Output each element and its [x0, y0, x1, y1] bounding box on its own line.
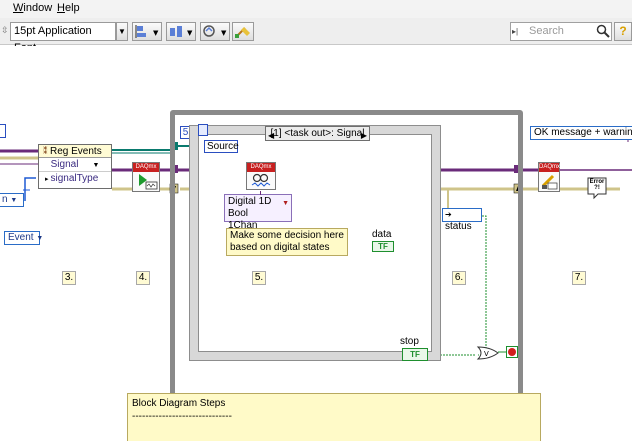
reg-events-icon: ⁑	[43, 146, 51, 156]
steps-panel-rule: ------------------------------	[132, 411, 232, 422]
search-placeholder: Search	[529, 25, 564, 37]
reg-events-signaltype-row[interactable]: ▸ signalType	[45, 173, 99, 184]
daqmx-start-label: DAQmx	[133, 163, 159, 172]
step-number: 7.	[572, 271, 586, 285]
cleanup-icon	[235, 27, 250, 38]
error-icon[interactable]: Error ?!	[586, 176, 608, 200]
status-label: status	[445, 221, 472, 232]
step-number: 6.	[452, 271, 466, 285]
stop-control[interactable]: TF	[402, 348, 428, 361]
help-icon[interactable]: ?	[614, 22, 632, 41]
left-enum-control[interactable]: n ▼	[0, 193, 24, 207]
cleanup-diagram-button[interactable]	[232, 22, 254, 41]
error-icon-graphic	[587, 177, 607, 200]
svg-text:▼: ▼	[187, 29, 193, 37]
source-label: Source	[207, 141, 239, 152]
toolbar: ⇳ 15pt Application Font ▼ ▼ ▼ ▼ ▸| Searc…	[0, 18, 632, 54]
error-icon-label: Error ?!	[589, 179, 605, 191]
block-diagram[interactable]: n ▼ Event ▼ ⁑ Reg Events Signal▼ ▸ signa…	[0, 46, 632, 441]
signaltype-row-label: signalType	[50, 173, 99, 184]
prev-case-arrow[interactable]: ◀	[268, 131, 275, 140]
svg-text:▼: ▼	[221, 29, 227, 37]
read-mode-selector[interactable]: Digital 1D Bool 1Chan 1Samp ▼	[224, 194, 292, 243]
unbundle-status[interactable]: ➔ status	[442, 208, 482, 232]
align-objects-icon: ▼	[135, 25, 159, 38]
ok-message-output[interactable]: OK message + warnings	[530, 126, 632, 140]
search-input[interactable]: ▸| Search	[510, 22, 612, 41]
step-number: 5.	[252, 271, 266, 285]
steps-panel-title: Block Diagram Steps	[132, 398, 226, 409]
reg-events-signal-row[interactable]: Signal▼	[39, 158, 111, 172]
daqmx-clear-label: DAQmx	[539, 163, 560, 172]
data-indicator-tf: TF	[378, 242, 388, 251]
daqmx-clear-task-node[interactable]: DAQmx	[538, 162, 560, 192]
daqmx-start-task-node[interactable]: DAQmx	[132, 162, 160, 192]
daqmx-read-icon	[251, 173, 271, 187]
event-timeout-terminal[interactable]	[198, 124, 208, 136]
event-data-source[interactable]: Source	[204, 140, 239, 153]
event-case-label: [1] <task out>: Signal	[270, 128, 365, 139]
data-indicator[interactable]: TF	[372, 241, 394, 252]
left-enum-label: n	[2, 194, 8, 205]
font-select[interactable]: 15pt Application Font	[10, 22, 116, 54]
or-gate-icon: V	[476, 346, 499, 360]
signal-row-label: Signal	[50, 159, 79, 170]
toolbar-grip: ⇳	[1, 25, 9, 35]
next-case-arrow[interactable]: ▶	[360, 131, 367, 140]
signal-type-wire	[24, 177, 36, 201]
daqmx-clear-icon	[541, 174, 558, 190]
data-indicator-label: data	[372, 229, 392, 240]
daqmx-read-label: DAQmx	[247, 163, 275, 172]
reorder-button[interactable]: ▼	[200, 22, 230, 41]
left-refnum-stub	[0, 124, 6, 138]
event-type-control[interactable]: Event ▼	[4, 231, 43, 245]
daqmx-read-node[interactable]: DAQmx	[246, 162, 276, 190]
menu-window[interactable]: Window	[13, 2, 53, 14]
step-number: 3.	[62, 271, 76, 285]
block-diagram-steps-comment[interactable]: Block Diagram Steps --------------------…	[127, 393, 541, 441]
search-icon[interactable]	[596, 24, 610, 38]
step-number: 4.	[136, 271, 150, 285]
reorder-icon: ▼	[203, 25, 227, 37]
reg-events-title: Reg Events	[50, 146, 102, 157]
font-select-arrow[interactable]: ▼	[116, 22, 128, 41]
search-dropdown-icon[interactable]: ▸|	[512, 27, 519, 36]
read-mode-wire	[260, 191, 261, 195]
align-objects-button[interactable]: ▼	[132, 22, 162, 41]
reg-events-header: ⁑ Reg Events	[39, 145, 111, 158]
stop-label: stop	[400, 336, 419, 347]
distribute-objects-button[interactable]: ▼	[166, 22, 196, 41]
distribute-objects-icon: ▼	[170, 26, 193, 37]
menu-help[interactable]: Help	[57, 2, 80, 14]
register-events-node[interactable]: ⁑ Reg Events Signal▼ ▸ signalType	[38, 144, 112, 189]
decision-comment[interactable]: Make some decision here based on digital…	[226, 228, 348, 256]
menu-bar: Window Help	[0, 0, 632, 18]
event-case-selector[interactable]: ◀ [1] <task out>: Signal ▶	[265, 126, 370, 141]
svg-text:V: V	[484, 350, 489, 358]
read-mode-line1: Digital 1D Bool	[228, 196, 272, 219]
event-type-label: Event	[8, 232, 34, 243]
read-mode-arrow[interactable]: ▼	[282, 200, 289, 207]
stop-terminal-icon[interactable]	[506, 346, 518, 358]
stop-tf: TF	[410, 350, 420, 359]
unbundle-arrow-icon: ➔	[445, 210, 452, 219]
daqmx-start-icon	[139, 174, 158, 190]
svg-text:▼: ▼	[153, 29, 159, 37]
